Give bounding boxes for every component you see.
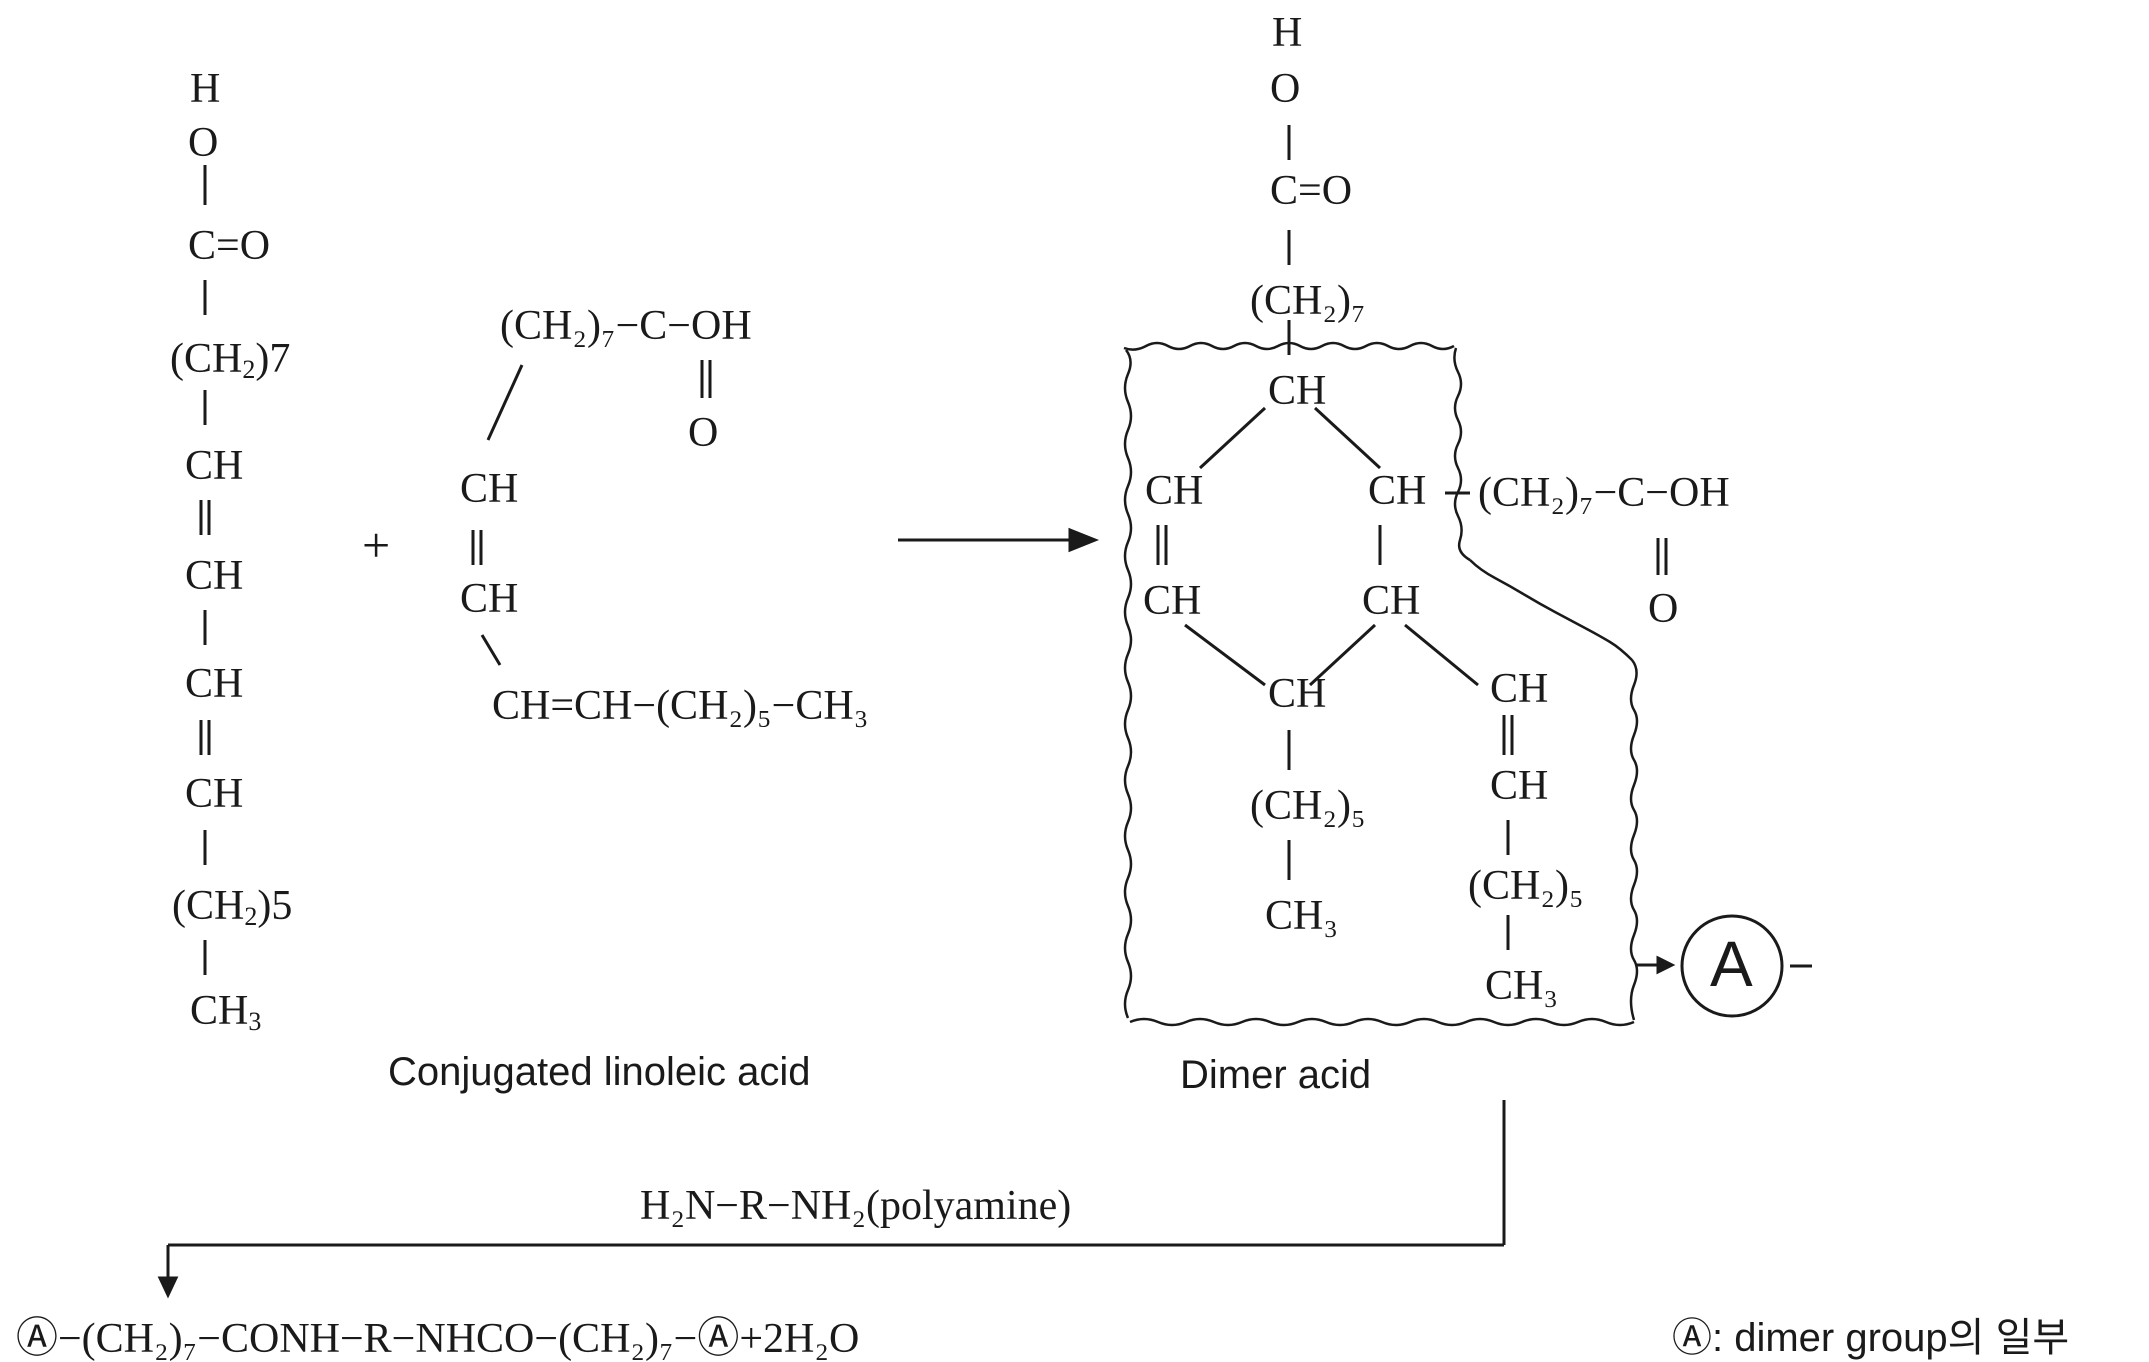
dimer-carbonyl: C=O bbox=[1270, 168, 1353, 214]
dimer-ch-right2: CH bbox=[1362, 578, 1421, 624]
dimer-o: O bbox=[1270, 66, 1301, 112]
dimer-ch2-5b: (CH₂)₅ bbox=[1468, 863, 1584, 909]
dimer-h: H bbox=[1272, 10, 1303, 56]
left-ch-2: CH bbox=[185, 553, 244, 599]
left-ch3: CH3 bbox=[190, 988, 262, 1036]
circle-a-symbol: A bbox=[1710, 928, 1753, 1000]
left-ch-1: CH bbox=[185, 443, 244, 489]
dimer-ch-top: CH bbox=[1268, 368, 1327, 414]
dimer-ch-left1: CH bbox=[1145, 468, 1204, 514]
mid-ch-1: CH bbox=[460, 466, 519, 512]
mid-bottom-chain: CH=CH−(CH₂)₅−CH₃ bbox=[492, 683, 869, 729]
left-ch2-5: (CH2)5 bbox=[172, 883, 293, 931]
left-ch-4: CH bbox=[185, 771, 244, 817]
dimer-side-o: O bbox=[1648, 586, 1679, 632]
product-equation: Ⓐ−(CH₂)₇−CONH−R−NHCO−(CH₂)₇−Ⓐ+2H₂O bbox=[16, 1316, 860, 1362]
left-carbonyl: C=O bbox=[188, 223, 271, 269]
left-o: O bbox=[188, 120, 219, 166]
left-ch-3: CH bbox=[185, 661, 244, 707]
mid-ch-2: CH bbox=[460, 576, 519, 622]
left-h: H bbox=[190, 66, 221, 112]
mid-top-chain: (CH₂)₇−C−OH bbox=[500, 303, 752, 349]
dimer-ch3a: CH₃ bbox=[1265, 893, 1338, 939]
legend-circle-a: Ⓐ: dimer group의 일부 bbox=[1672, 1316, 2070, 1360]
plus-sign: + bbox=[362, 517, 391, 573]
dimer-ch-right1: CH bbox=[1368, 468, 1427, 514]
label-dimer-acid: Dimer acid bbox=[1180, 1053, 1372, 1097]
label-polyamine: H₂N−R−NH₂(polyamine) bbox=[640, 1183, 1072, 1229]
dimer-ch-left2: CH bbox=[1143, 578, 1202, 624]
dimer-ch2-top: (CH₂)₇ bbox=[1250, 278, 1366, 324]
dimer-ch-r3: CH bbox=[1490, 666, 1549, 712]
left-ch2-7: (CH2)7 bbox=[170, 336, 291, 384]
dimer-ch3b: CH₃ bbox=[1485, 963, 1558, 1009]
dimer-ch-bottom: CH bbox=[1268, 671, 1327, 717]
dimer-side-chain: (CH₂)₇−C−OH bbox=[1478, 470, 1730, 516]
label-conjugated: Conjugated linoleic acid bbox=[388, 1050, 811, 1094]
dimer-ch2-5a: (CH₂)₅ bbox=[1250, 783, 1366, 829]
mid-carbonyl-o: O bbox=[688, 410, 719, 456]
dimer-ch-r4: CH bbox=[1490, 763, 1549, 809]
